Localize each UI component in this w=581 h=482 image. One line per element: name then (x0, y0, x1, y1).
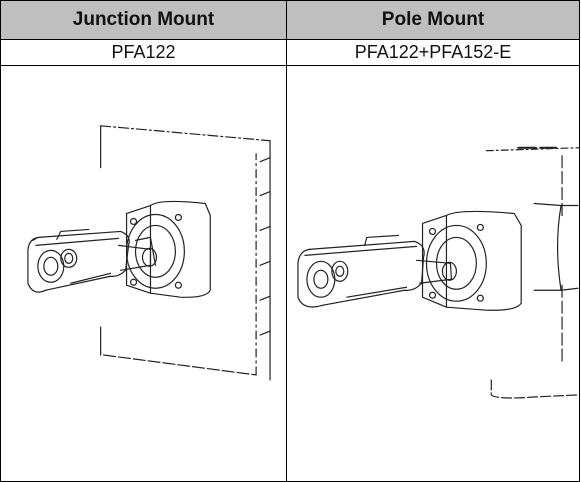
junction-mount-model: PFA122 (0, 39, 287, 66)
pole-mount-figure-cell (286, 65, 580, 482)
pole-mount-illustration-icon (297, 146, 579, 399)
junction-mount-header: Junction Mount (0, 0, 287, 40)
illustration-row (0, 65, 580, 482)
pole-mount-model: PFA122+PFA152-E (286, 39, 580, 66)
junction-mount-wall-illustration-icon (27, 125, 271, 381)
header-row: Junction Mount Pole Mount (0, 0, 580, 40)
pole-mount-header: Pole Mount (286, 0, 580, 40)
model-row: PFA122 PFA122+PFA152-E (0, 39, 580, 66)
junction-mount-figure-cell (0, 65, 287, 482)
